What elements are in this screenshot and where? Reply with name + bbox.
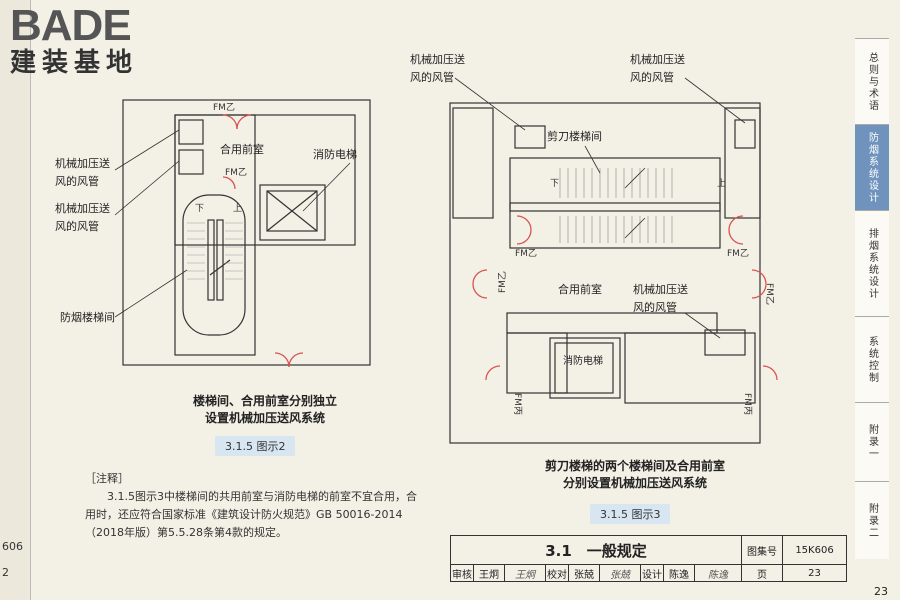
fig3-fm-label-vertical-left: FM乙 bbox=[497, 271, 508, 293]
annotation-note: ［注释］ 3.1.5图示3中楼梯间的共用前室与消防电梯的前室不宜合用，合用时，还… bbox=[85, 470, 425, 542]
note-heading: ［注释］ bbox=[85, 472, 129, 485]
svg-text:风的风管: 风的风管 bbox=[633, 300, 677, 314]
tab-smoke-exhaust-design[interactable]: 排烟系统设计 bbox=[855, 210, 889, 316]
svg-text:机械加压送: 机械加压送 bbox=[55, 201, 110, 215]
page-label: 页 bbox=[742, 565, 783, 581]
figure-3-caption: 剪刀楼梯的两个楼梯间及合用前室 分别设置机械加压送风系统 bbox=[520, 458, 750, 492]
svg-text:机械加压送: 机械加压送 bbox=[633, 282, 688, 296]
page-number: 23 bbox=[874, 585, 888, 598]
fig2-fm-label-b: FM乙 bbox=[225, 167, 247, 178]
fig3-stair-down: 下 bbox=[550, 179, 559, 189]
atlas-number: 15K606 bbox=[795, 544, 834, 556]
figure-2-label: 3.1.5 图示2 bbox=[215, 436, 296, 456]
previous-page-number: 2 bbox=[2, 566, 9, 579]
fig3-fm-label-right: FM乙 bbox=[727, 248, 749, 259]
svg-text:风的风管: 风的风管 bbox=[630, 70, 674, 84]
atlas-number-label: 图集号 bbox=[742, 536, 783, 564]
previous-page-atlas-code: 606 bbox=[2, 540, 23, 553]
tab-appendix-1[interactable]: 附录一 bbox=[855, 402, 889, 481]
reviewer-name: 王炯 bbox=[474, 565, 505, 581]
figure-3-drawing: FM乙 FM乙 FM乙 FM乙 FM丙 FM丙 下 上 剪刀楼梯间 合用前室 消… bbox=[410, 52, 778, 444]
svg-text:风的风管: 风的风管 bbox=[55, 219, 99, 233]
fig2-stair-up: 上 bbox=[233, 203, 242, 214]
title-block: 3.1 一般规定 图集号 15K606 审核 王炯 王炯 校对 张兢 张兢 设计… bbox=[450, 535, 847, 582]
title-block-page: 23 bbox=[808, 567, 821, 579]
svg-text:机械加压送: 机械加压送 bbox=[630, 52, 685, 66]
fig2-stair-label: 防烟楼梯间 bbox=[60, 310, 115, 324]
svg-text:机械加压送: 机械加压送 bbox=[55, 156, 110, 170]
fig3-fm-label-left: FM乙 bbox=[515, 248, 537, 259]
fig3-fire-elevator-label: 消防电梯 bbox=[563, 354, 603, 367]
tab-general-terms[interactable]: 总则与术语 bbox=[855, 38, 889, 124]
fig3-front-room-label: 合用前室 bbox=[558, 282, 602, 296]
logo-chinese: 建装基地 bbox=[10, 48, 139, 78]
svg-text:风的风管: 风的风管 bbox=[410, 70, 454, 84]
reviewer-signature: 王炯 bbox=[505, 565, 546, 581]
fig3-fm-c-label-left: FM丙 bbox=[512, 393, 523, 415]
tab-appendix-2[interactable]: 附录二 bbox=[855, 481, 889, 559]
svg-text:机械加压送: 机械加压送 bbox=[410, 52, 465, 66]
figure-3-label: 3.1.5 图示3 bbox=[590, 504, 671, 524]
check-label: 校对 bbox=[546, 565, 569, 581]
fig3-stair-up: 上 bbox=[717, 178, 726, 189]
bade-logo: BADE 建装基地 bbox=[10, 4, 180, 86]
chapter-tabs: 总则与术语 防烟系统设计 排烟系统设计 系统控制 附录一 附录二 bbox=[855, 38, 889, 559]
tab-smoke-prevention-design[interactable]: 防烟系统设计 bbox=[855, 124, 889, 210]
fig2-fire-elevator-label: 消防电梯 bbox=[313, 147, 357, 161]
note-text: 3.1.5图示3中楼梯间的共用前室与消防电梯的前室不宜合用，合用时，还应符合国家… bbox=[85, 490, 417, 539]
figure-2-caption: 楼梯间、合用前室分别独立 设置机械加压送风系统 bbox=[165, 393, 365, 427]
section-title: 3.1 一般规定 bbox=[451, 536, 742, 564]
logo-wordmark: BADE bbox=[10, 1, 132, 50]
fig2-stair-down: 下 bbox=[195, 204, 204, 214]
fig3-fm-label-vertical-right: FM乙 bbox=[764, 283, 775, 305]
figure-2-caption-line-1: 楼梯间、合用前室分别独立 bbox=[192, 394, 337, 408]
previous-page-edge: 606 2 bbox=[0, 0, 31, 600]
figure-2-caption-line-2: 设置机械加压送风系统 bbox=[204, 411, 325, 425]
figure-3-caption-line-2: 分别设置机械加压送风系统 bbox=[562, 476, 707, 490]
svg-text:风的风管: 风的风管 bbox=[55, 174, 99, 188]
fig3-fm-c-label-right: FM丙 bbox=[742, 393, 753, 415]
figure-3-caption-line-1: 剪刀楼梯的两个楼梯间及合用前室 bbox=[544, 459, 725, 473]
tab-system-control[interactable]: 系统控制 bbox=[855, 316, 889, 402]
fig2-front-room-label: 合用前室 bbox=[220, 142, 264, 156]
fig2-fm-label-a: FM乙 bbox=[213, 102, 235, 113]
design-label: 设计 bbox=[641, 565, 664, 581]
review-label: 审核 bbox=[451, 565, 474, 581]
designer-name: 陈逸 bbox=[664, 565, 695, 581]
designer-signature: 陈逸 bbox=[695, 565, 742, 581]
checker-name: 张兢 bbox=[569, 565, 600, 581]
checker-signature: 张兢 bbox=[600, 565, 641, 581]
fig3-scissor-stair-label: 剪刀楼梯间 bbox=[547, 129, 602, 143]
